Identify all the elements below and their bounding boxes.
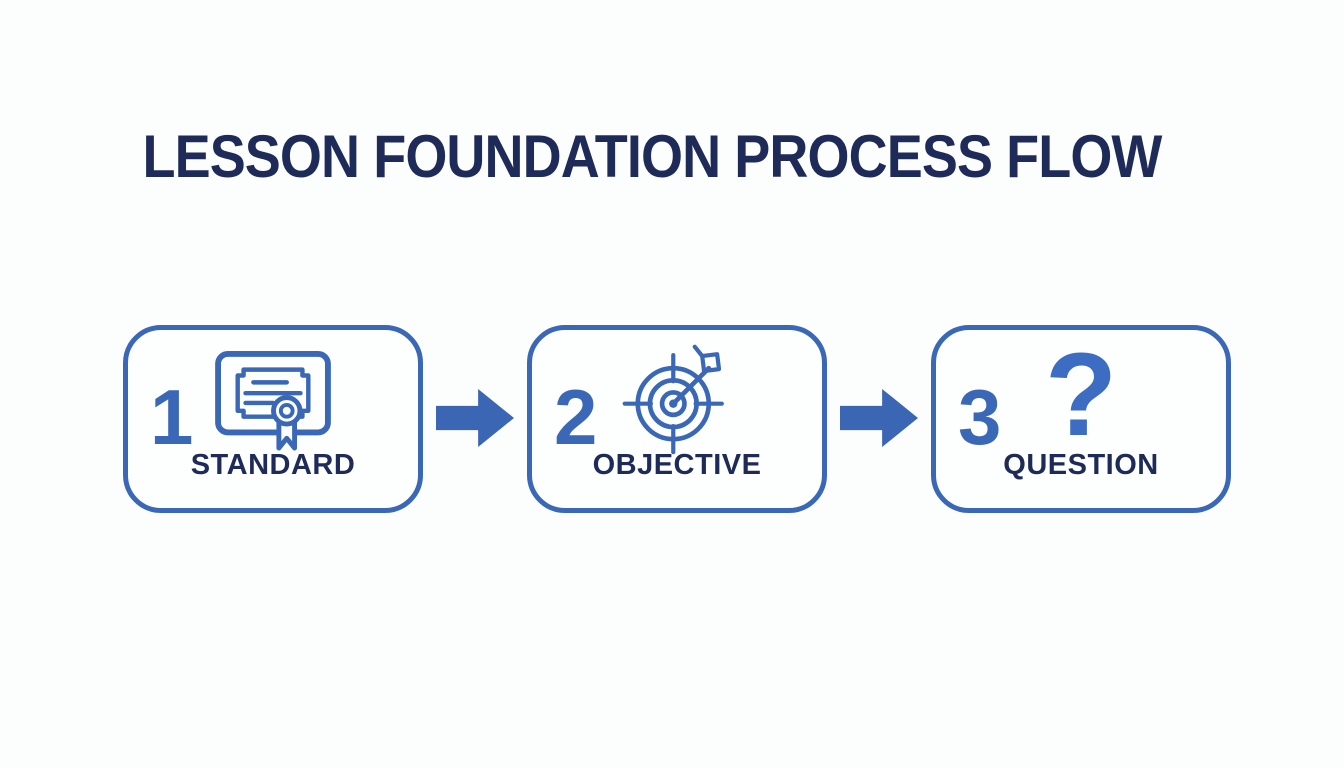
flow-arrow-icon [436, 389, 514, 447]
flow-arrow-icon [840, 389, 918, 447]
step-label: OBJECTIVE [592, 449, 762, 481]
step-label: STANDARD [190, 449, 356, 481]
flow-row: 1 STANDARD 2 [123, 325, 1231, 513]
question-mark-icon: ? [1044, 329, 1118, 461]
step-number: 1 [150, 373, 194, 461]
page-title: LESSON FOUNDATION PROCESS FLOW [142, 123, 1162, 190]
step-box-question: 3 ? QUESTION [931, 325, 1231, 513]
target-dart-icon [621, 342, 733, 461]
step-label: QUESTION [1003, 449, 1159, 481]
step-number: 2 [554, 373, 598, 461]
step-box-standard: 1 STANDARD [123, 325, 423, 513]
certificate-icon [214, 350, 332, 457]
step-box-objective: 2 OBJECTIVE [527, 325, 827, 513]
step-number: 3 [958, 373, 1002, 461]
